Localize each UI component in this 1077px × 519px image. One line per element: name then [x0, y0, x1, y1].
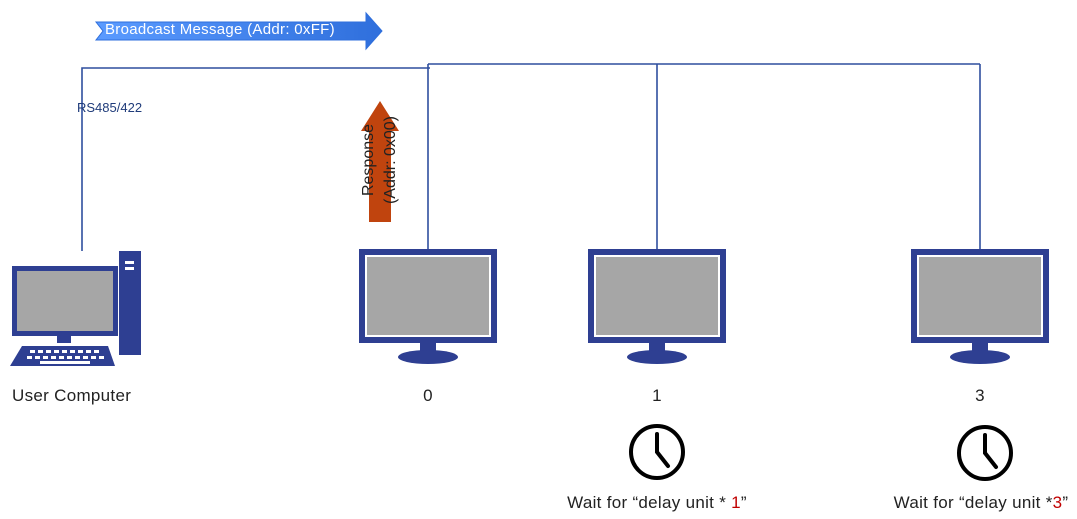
response-label-line1: Response — [360, 123, 377, 197]
wait-text-device-1: Wait for “delay unit * 1” — [567, 493, 747, 513]
device-label-3: 3 — [975, 386, 985, 405]
bus-protocol-label: RS485/422 — [77, 100, 143, 115]
monitor-icon — [911, 249, 1049, 364]
bus-lines — [81, 63, 988, 313]
response-label: Response (Addr: 0x00) — [358, 116, 402, 204]
wait-text-prefix: Wait for “delay unit * — [893, 493, 1053, 512]
bus-computer-line — [81, 67, 430, 251]
wait-text-value: 1 — [731, 493, 741, 512]
monitor-icon — [359, 249, 497, 364]
clock-icon — [629, 424, 685, 480]
device-label-1: 1 — [652, 386, 662, 405]
device-label-0: 0 — [423, 386, 433, 405]
wait-text-suffix: ” — [1062, 493, 1069, 512]
response-arrow — [361, 101, 399, 222]
desktop-computer-icon — [10, 251, 141, 366]
monitor-icon — [588, 249, 726, 364]
user-computer-label: User Computer — [12, 386, 132, 405]
wait-text-prefix: Wait for “delay unit * — [567, 493, 732, 512]
broadcast-message-label: Broadcast Message (Addr: 0xFF) — [105, 21, 335, 38]
wait-text-suffix: ” — [740, 493, 747, 512]
wait-text-value: 3 — [1052, 493, 1063, 512]
broadcast-arrow — [94, 11, 383, 51]
response-label-line2: (Addr: 0x00) — [382, 115, 399, 205]
wait-text-device-3: Wait for “delay unit *3” — [894, 493, 1069, 513]
clock-icon — [957, 425, 1013, 481]
